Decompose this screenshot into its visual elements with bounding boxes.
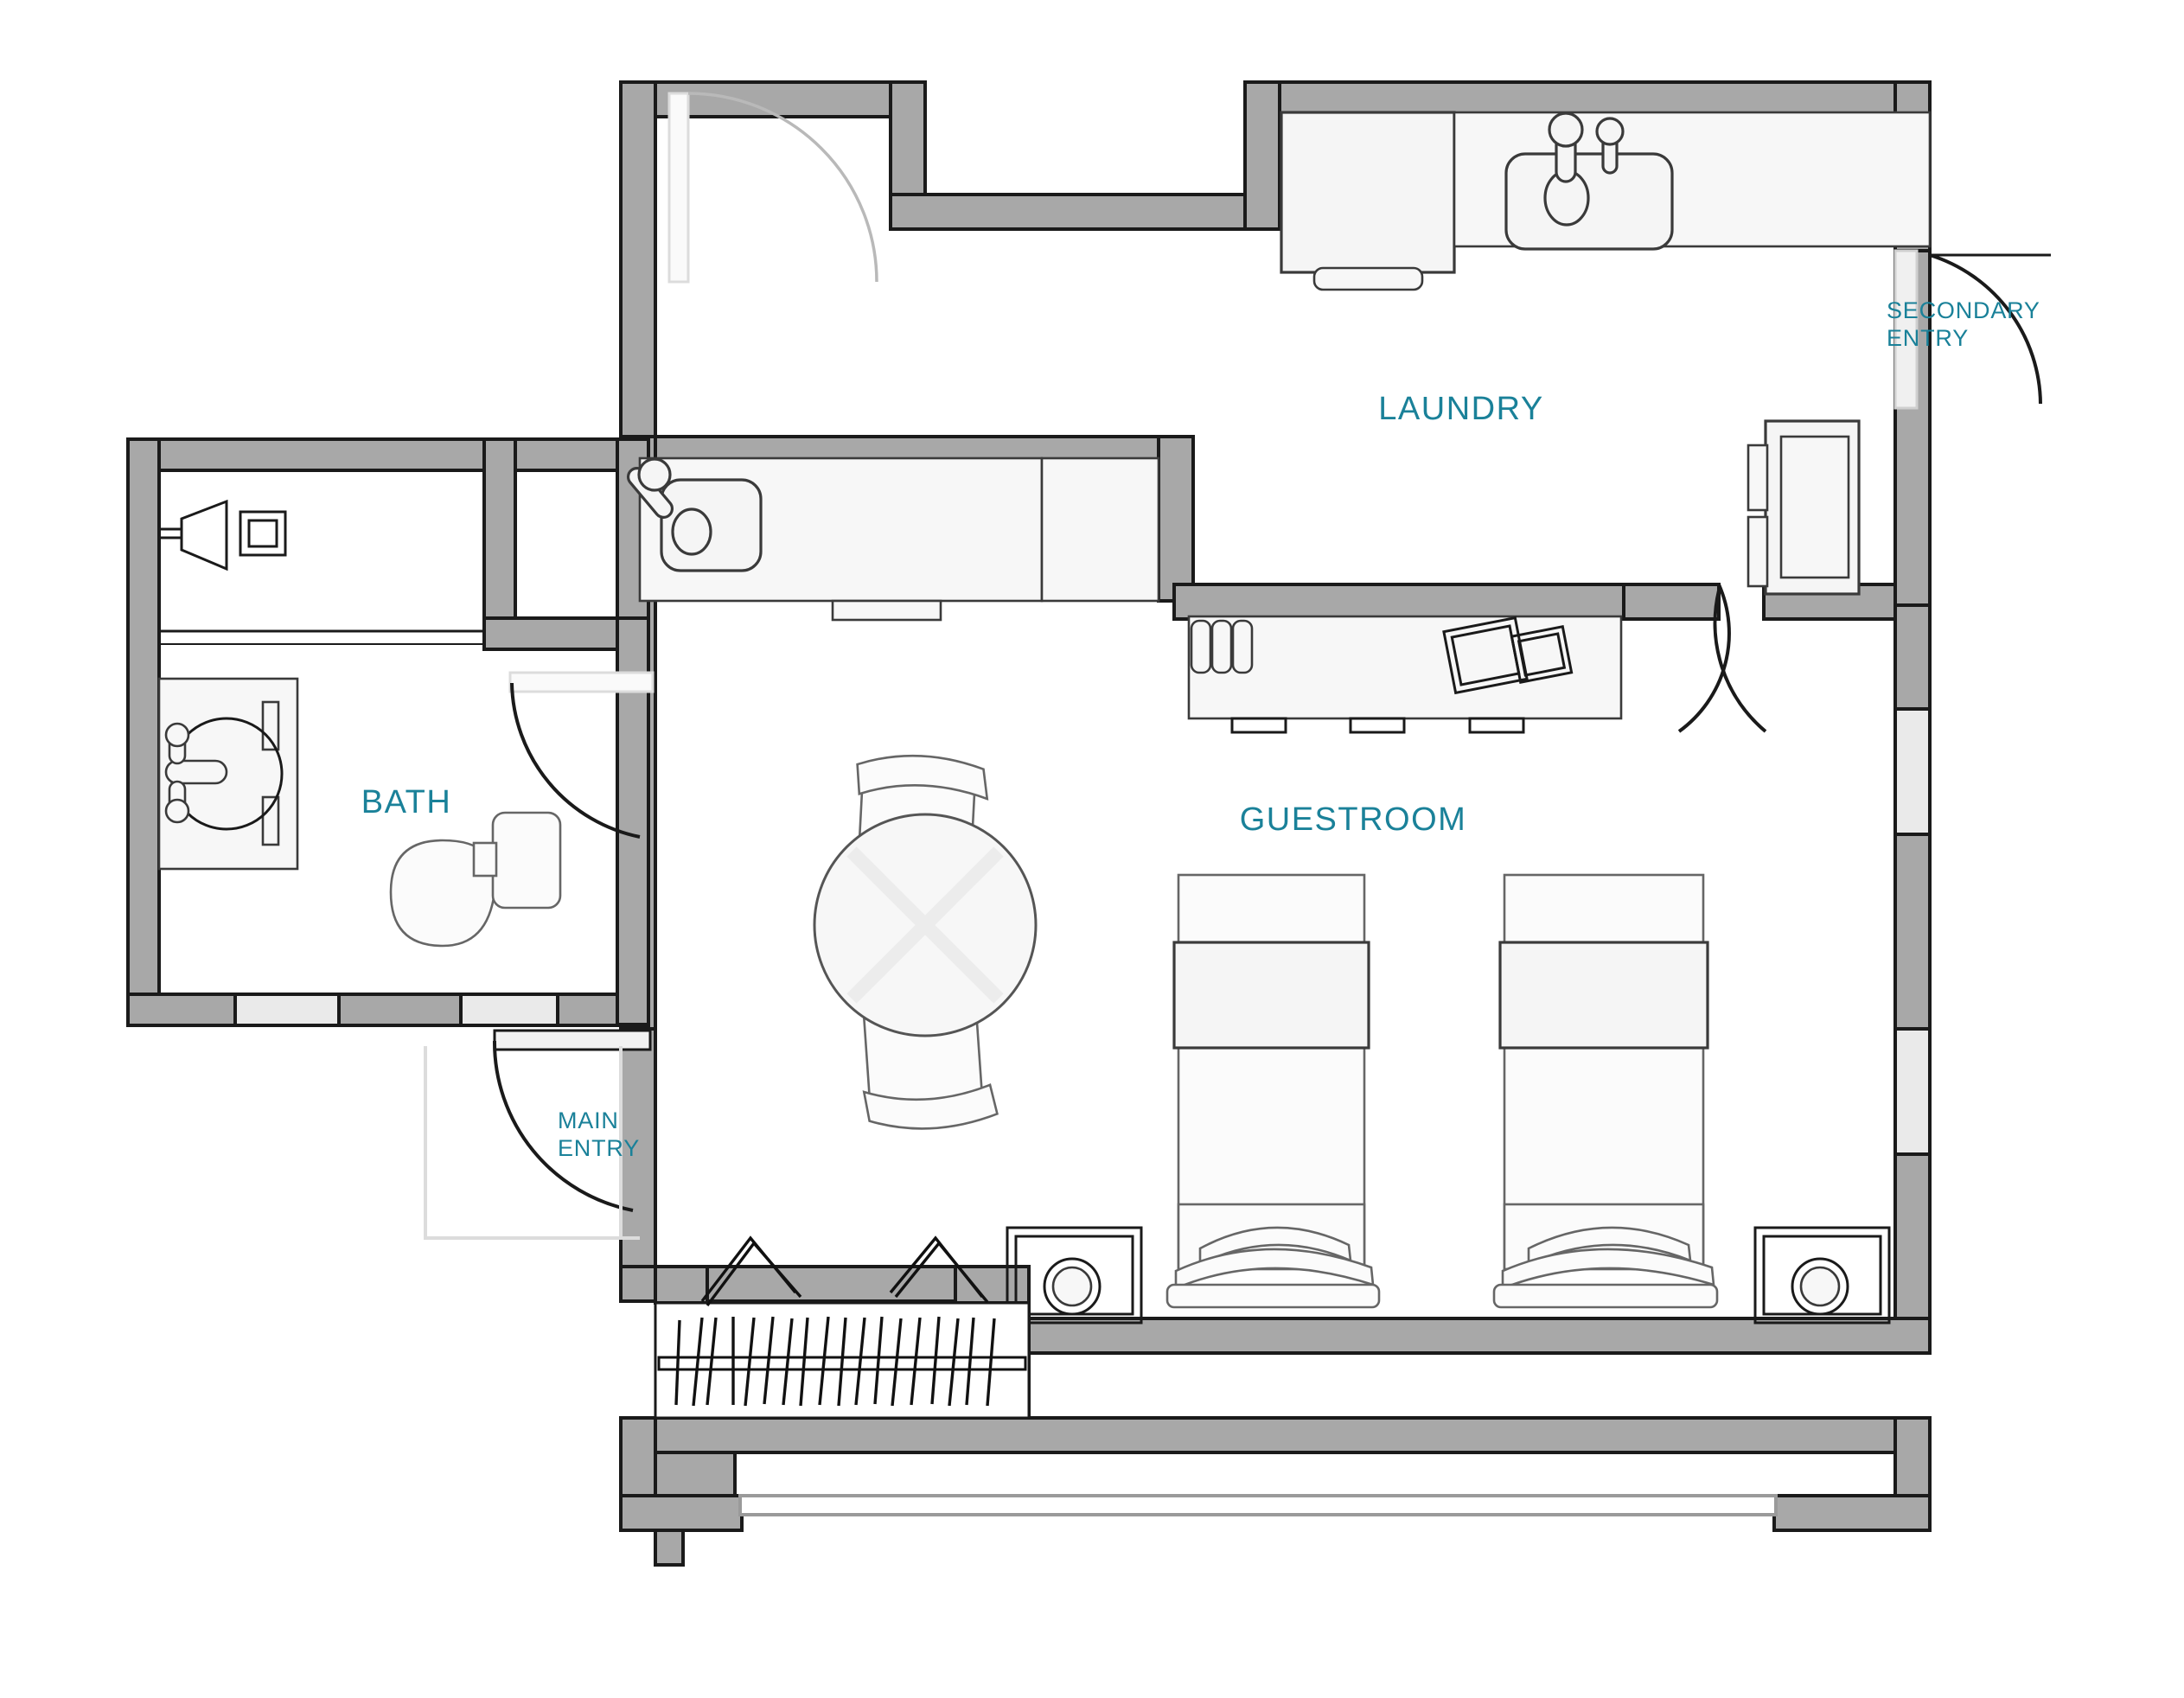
- hanging-clothes: [674, 1316, 996, 1407]
- tall-cabinet-door: [1779, 435, 1850, 579]
- credenza-group: [1187, 615, 1623, 734]
- entry-stoop-outline: [424, 1046, 640, 1240]
- kitchenette-base-toe: [831, 599, 942, 622]
- decorative-tray-small: [1510, 625, 1574, 684]
- bifold-closet-doors[interactable]: [700, 1235, 989, 1307]
- shower-head: [157, 499, 228, 571]
- kitchenette: [626, 456, 1160, 622]
- utility-faucet-handle-base: [1595, 117, 1625, 146]
- room-labels: LAUNDRY GUESTROOM BATH: [361, 391, 1543, 838]
- tall-cabinet-shelf-lower: [1747, 515, 1769, 588]
- shower-drain-inner: [247, 519, 278, 548]
- room-label-guestroom: GUESTROOM: [1240, 801, 1467, 838]
- nightstand-left[interactable]: [1006, 1226, 1143, 1325]
- credenza-leg-1: [1230, 717, 1287, 734]
- bed-right-blanket: [1498, 941, 1709, 1050]
- bed-right-headboard: [1492, 1283, 1719, 1309]
- utility-faucet-base: [1548, 112, 1584, 148]
- nightstand-right[interactable]: [1753, 1226, 1891, 1325]
- toilet[interactable]: [389, 811, 562, 948]
- sink-faucet: [164, 722, 228, 824]
- entry-labels: SECONDARY ENTRY MAIN ENTRY: [558, 297, 2040, 1161]
- vanity-drawer-upper: [261, 700, 280, 751]
- bed-left-blanket: [1172, 941, 1370, 1050]
- kitchenette-sink-drain: [671, 507, 712, 556]
- tall-cabinet-shelf-upper: [1747, 444, 1769, 512]
- credenza-leg-3: [1468, 717, 1525, 734]
- table-lamp-left-outer: [1043, 1257, 1102, 1316]
- window-bottom-long: [738, 1494, 1778, 1516]
- entry-label-secondary-line2: ENTRY: [1887, 325, 1969, 351]
- table-lamp-left: [1051, 1266, 1093, 1307]
- toilet-connector: [472, 841, 498, 878]
- credenza-leg-2: [1349, 717, 1406, 734]
- table-x-base: [846, 846, 1004, 1004]
- kitchenette-faucet: [626, 457, 674, 519]
- toilet-tank: [491, 811, 562, 910]
- main-entry-door-swing[interactable]: [492, 1029, 652, 1212]
- closet-with-hanging-clothes[interactable]: [654, 1235, 1031, 1420]
- entry-label-secondary-line1: SECONDARY: [1887, 297, 2040, 323]
- entry-label-main-line2: ENTRY: [558, 1135, 640, 1161]
- door-swing-top-left[interactable]: [667, 92, 878, 284]
- books-on-credenza: [1190, 619, 1254, 674]
- table-lamp-right-outer: [1791, 1257, 1849, 1316]
- table-lamp-right: [1799, 1266, 1841, 1307]
- credenza-console[interactable]: [1187, 615, 1623, 720]
- bath-door-swing[interactable]: [508, 671, 655, 839]
- entry-label-main-line1: MAIN: [558, 1108, 619, 1133]
- washer-dryer-foot: [1312, 266, 1424, 291]
- door-swings: [424, 92, 2051, 1240]
- vanity-drawer-lower: [261, 795, 280, 846]
- washer-dryer[interactable]: [1280, 111, 1456, 274]
- kitchenette-counter-return: [1040, 456, 1160, 603]
- dining-set: [813, 754, 1038, 1130]
- beds: [1165, 873, 1719, 1309]
- twin-bed-left[interactable]: [1165, 873, 1381, 1309]
- bath-fixtures: [157, 499, 562, 948]
- secondary-entry-door-swing[interactable]: [1893, 249, 2051, 410]
- nightstands: [1006, 1226, 1891, 1325]
- room-label-laundry: LAUNDRY: [1378, 391, 1543, 427]
- laundry-fixtures: [1280, 111, 1932, 596]
- room-label-bath: BATH: [361, 784, 452, 820]
- shower-drain-outer: [239, 510, 287, 557]
- guestroom-door-swing[interactable]: [1677, 584, 1767, 733]
- twin-bed-right[interactable]: [1492, 873, 1719, 1309]
- bed-left-headboard: [1165, 1283, 1381, 1309]
